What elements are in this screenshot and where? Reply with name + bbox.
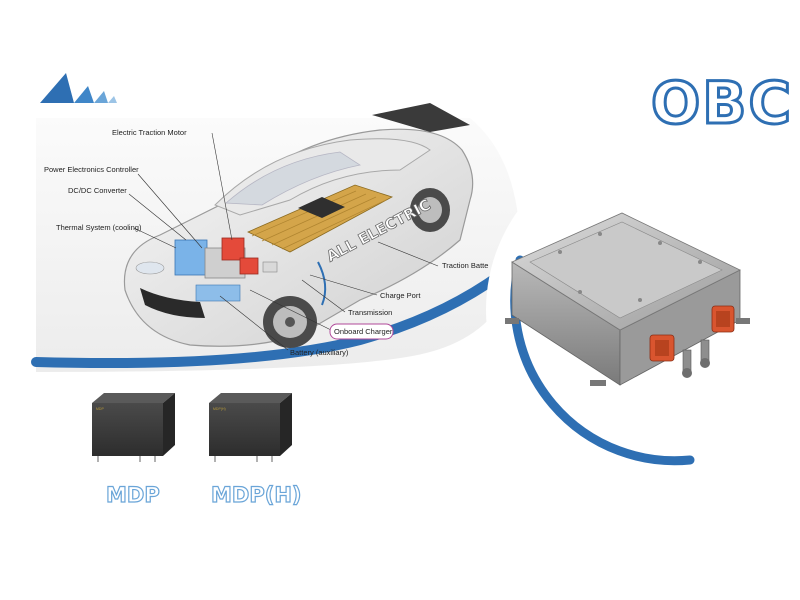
label-dcdc-converter: DC/DC Converter xyxy=(68,186,127,195)
label-transmission: Transmission xyxy=(348,308,392,317)
label-onboard-charger: Onboard Charger xyxy=(334,327,393,336)
label-traction-battery: Traction Batte xyxy=(442,261,488,270)
page-title: OBC xyxy=(651,69,793,137)
svg-text:MDP(H): MDP(H) xyxy=(213,407,226,411)
onboard-charger-highlight xyxy=(329,323,394,340)
brand-logo xyxy=(40,73,117,103)
obc-unit-circle xyxy=(486,140,800,480)
product-name-mdp: MDP xyxy=(106,483,160,507)
relay-mdp: MDP xyxy=(92,393,175,462)
obc-unit-image xyxy=(505,212,750,386)
product-name-mdp-h: MDP(H) xyxy=(211,483,302,507)
label-battery-auxiliary: Battery (auxiliary) xyxy=(290,348,349,357)
svg-text:MDP: MDP xyxy=(96,407,104,411)
label-electric-traction-motor: Electric Traction Motor xyxy=(112,128,187,137)
relay-mdp-h: MDP(H) xyxy=(209,393,292,462)
label-charge-port: Charge Port xyxy=(380,291,421,300)
label-thermal-system: Thermal System (cooling) xyxy=(56,223,142,232)
label-power-electronics-controller: Power Electronics Controller xyxy=(44,165,139,174)
ev-car-cutaway: ALL ELECTRIC xyxy=(123,103,474,348)
callout-lines xyxy=(128,132,439,351)
